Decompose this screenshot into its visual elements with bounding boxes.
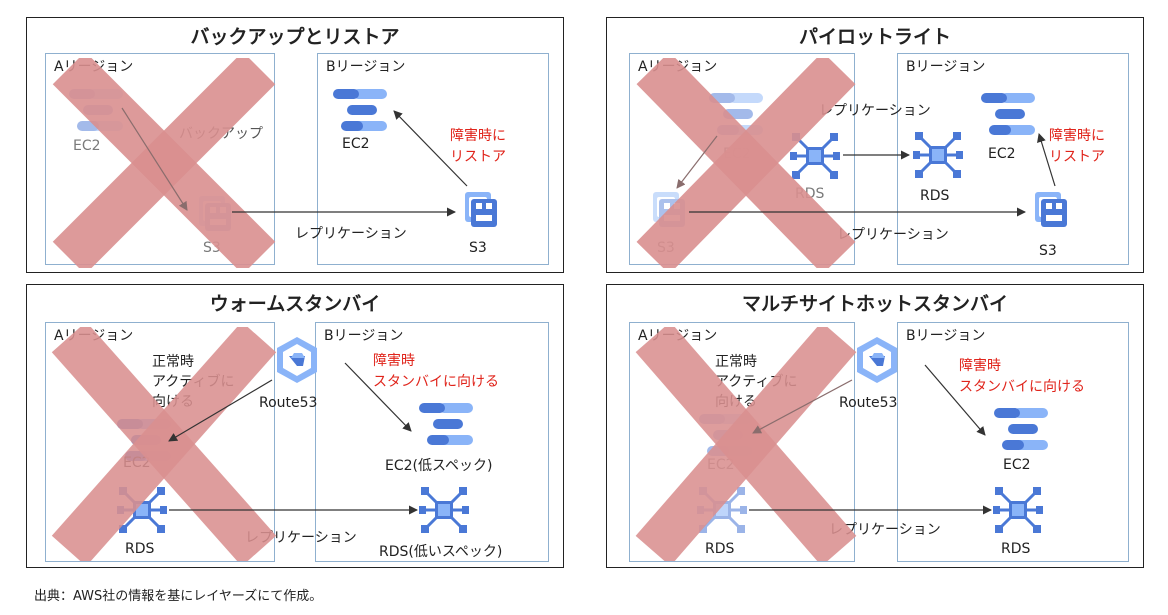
route53-label: Route53 [259, 395, 318, 411]
source-caption: 出典：AWS社の情報を基にレイヤーズにて作成。 [34, 589, 323, 604]
panel-backup-restore: バックアップとリストア Aリージョン Bリージョン EC2 S3 障害時に リス… [26, 17, 564, 273]
restore-note-line2: リストア [450, 149, 506, 165]
normal-note-line1: 正常時 [715, 354, 757, 370]
failover-note-line1: 障害時 [373, 353, 415, 369]
ec2-label: EC2 [342, 136, 370, 152]
region-label: Bリージョン [326, 59, 406, 75]
region-label: Bリージョン [906, 59, 986, 75]
restore-note-line1: 障害時に [450, 128, 506, 144]
rds-low-spec-label: RDS(低いスペック) [379, 544, 503, 560]
ec2-label: EC2 [73, 138, 101, 154]
panel-title: ウォームスタンバイ [209, 293, 381, 315]
rds-label: RDS [1001, 541, 1031, 557]
restore-note-line2: リストア [1049, 149, 1105, 165]
replication-label: レプリケーション [837, 227, 949, 243]
failover-note-line2: スタンバイに向ける [373, 374, 499, 390]
rds-label: RDS [705, 541, 735, 557]
flow-arrows [168, 362, 418, 515]
ec2-low-spec-label: EC2(低スペック) [385, 458, 493, 474]
route53-label: Route53 [839, 395, 898, 411]
region-b: Bリージョン [315, 322, 549, 562]
region-b: Bリージョン [897, 53, 1129, 265]
panel-pilot-light: パイロットライト Aリージョン Bリージョン EC2 RDS S3 障害時に リ… [606, 17, 1144, 273]
normal-note-line1: 正常時 [152, 354, 194, 370]
flow-arrows [121, 107, 468, 217]
ec2-label: EC2 [1003, 457, 1031, 473]
panel-title: パイロットライト [798, 26, 951, 48]
region-label: Bリージョン [906, 328, 986, 344]
failover-note-line2: スタンバイに向ける [959, 379, 1085, 395]
panel-title: バックアップとリストア [190, 26, 400, 48]
failover-note-line1: 障害時 [959, 358, 1001, 374]
restore-note-line1: 障害時に [1049, 128, 1105, 144]
rds-label: RDS [920, 188, 950, 204]
region-b: Bリージョン [897, 322, 1129, 562]
panel-multi-site: マルチサイトホットスタンバイ Aリージョン Bリージョン Route53 障害時… [606, 284, 1144, 568]
flow-arrows [676, 133, 1056, 217]
panel-warm-standby: ウォームスタンバイ Aリージョン Bリージョン Route53 障害時 スタンバ… [26, 284, 564, 568]
replication-label: レプリケーション [819, 103, 931, 119]
s3-label: S3 [469, 240, 487, 256]
panel-title: マルチサイトホットスタンバイ [741, 293, 1008, 315]
replication-label: レプリケーション [295, 226, 407, 242]
region-b: Bリージョン [317, 53, 549, 265]
failure-cross-icon [635, 327, 857, 561]
ec2-label: EC2 [988, 146, 1016, 162]
region-label: Bリージョン [324, 328, 404, 344]
flow-arrows [749, 364, 992, 515]
failure-cross-icon [636, 58, 856, 268]
replication-label: レプリケーション [829, 522, 941, 538]
s3-label: S3 [1039, 243, 1057, 259]
rds-label: RDS [125, 541, 155, 557]
failure-cross-icon [52, 58, 276, 268]
failure-cross-icon [51, 327, 277, 561]
